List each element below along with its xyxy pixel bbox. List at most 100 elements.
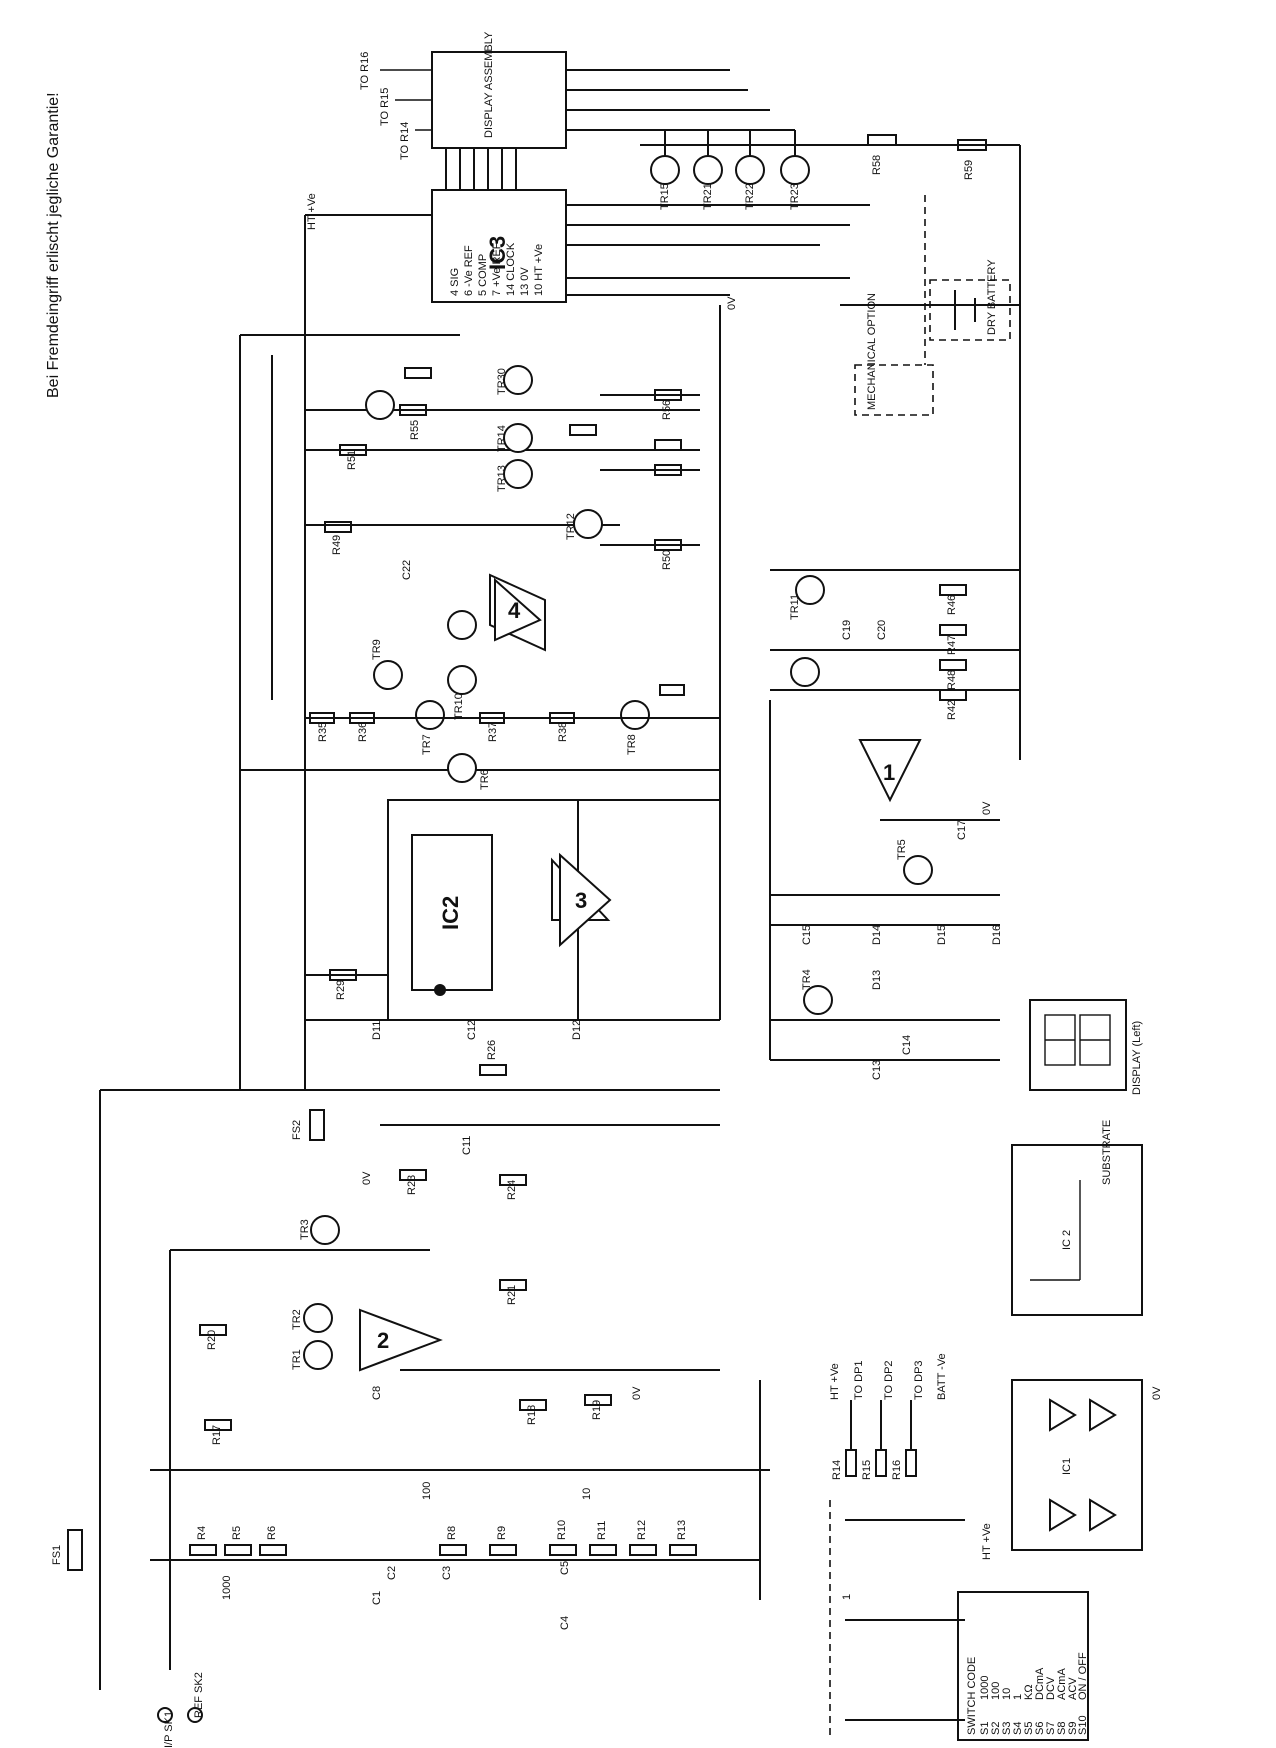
rail-batt-neg: BATT -Ve (936, 1353, 948, 1400)
switch-s2-val: 100 (990, 1682, 1002, 1700)
label-r4: R4 (196, 1526, 208, 1540)
label-r56: R56 (661, 400, 673, 420)
lower-left-circuit: FS1 FS2 (51, 1089, 770, 1690)
label-c5: C5 (559, 1561, 571, 1575)
substrate-label: SUBSTRATE (1101, 1120, 1113, 1185)
transistor-tr20 (693, 155, 723, 185)
label-d12: D12 (571, 1020, 583, 1040)
resistor-r19 (584, 1394, 612, 1406)
to-r15-label: TO R15 (379, 88, 391, 126)
label-tr16: TR14 (496, 425, 508, 452)
ic1-detail-label: IC1 (1061, 1458, 1073, 1475)
switch-code-title: SWITCH CODE (966, 1657, 978, 1735)
input-socket-sk2[interactable] (187, 1707, 203, 1723)
label-tr30: TR30 (496, 368, 508, 395)
transistor-tr19-mid (365, 390, 395, 420)
label-r42: R42 (946, 700, 958, 720)
transistor-tr11 (447, 610, 477, 640)
switch-s8: S8 (1056, 1722, 1068, 1735)
label-r23: R23 (406, 1175, 418, 1195)
ic3-pin-clock: 14 CLOCK (505, 242, 517, 296)
label-r59: R59 (963, 160, 975, 180)
range-resistors: R14 R15 R16 TO DP1 TO DP2 TO DP3 HT +Ve … (829, 1353, 965, 1740)
opamp-3: 3 (551, 852, 612, 948)
resistor-r17 (204, 1419, 232, 1431)
resistor-r4 (189, 1544, 217, 1556)
transistor-tr16 (503, 423, 533, 453)
label-tr7: TR7 (421, 734, 433, 755)
range-chain: R4 R5 R6 R8 R9 R10 R11 R12 R13 1000 100 … (189, 1482, 853, 1600)
switch-s7: S7 (1045, 1722, 1057, 1735)
label-c15: C15 (801, 925, 813, 945)
bias-resistor-row: R35 R36 R37 R38 (305, 684, 720, 742)
label-r8: R8 (446, 1526, 458, 1540)
label-r49: R49 (331, 535, 343, 555)
label-c20: C20 (876, 620, 888, 640)
label-tr15: TR13 (496, 465, 508, 492)
to-dp1-label: TO DP1 (853, 1360, 865, 1400)
ic3-pin-vref-neg: 6 -Ve REF (463, 245, 475, 296)
label-tr10: TR10 (453, 693, 465, 720)
label-tr21: TR22 (744, 183, 756, 210)
label-tr20: TR21 (702, 183, 714, 210)
resistor-r36 (349, 712, 375, 724)
switch-s9: S9 (1067, 1722, 1079, 1735)
transistor-tr15 (503, 459, 533, 489)
label-r29: R29 (335, 980, 347, 1000)
to-r14-label: TO R14 (399, 122, 411, 160)
transistor-tr9 (373, 660, 403, 690)
label-r21: R21 (506, 1285, 518, 1305)
label-r13: R13 (676, 1520, 688, 1540)
label-c11: C11 (461, 1136, 473, 1155)
label-r20: R20 (206, 1330, 218, 1350)
transistor-tr6 (447, 753, 477, 783)
resistor-r11 (589, 1544, 617, 1556)
label-c22: C22 (401, 560, 413, 580)
label-c2: C2 (386, 1566, 398, 1580)
label-tr2: TR2 (291, 1309, 303, 1330)
mechanical-option: MECHANICAL OPTION (854, 293, 934, 416)
input-socket-sk1[interactable] (157, 1707, 173, 1723)
resistor-r5 (224, 1544, 252, 1556)
label-r38: R38 (557, 722, 569, 742)
switch-s9-val: ACV (1067, 1677, 1079, 1700)
switch-s5-val: KΩ (1023, 1684, 1035, 1700)
label-fs2: FS2 (291, 1120, 303, 1140)
resistor-r54 (654, 439, 682, 451)
label-r24: R24 (506, 1180, 518, 1200)
label-c4: C4 (559, 1616, 571, 1630)
resistor-r49 (324, 521, 352, 533)
label-r19: R19 (591, 1400, 603, 1420)
opamp-4: 4 (489, 573, 546, 652)
label-r5: R5 (231, 1526, 243, 1540)
resistor-r59 (957, 139, 987, 151)
switch-s1-val: 1000 (979, 1676, 991, 1700)
label-r51: R51 (346, 450, 358, 470)
resistor-r53 (569, 424, 597, 436)
label-fs1: FS1 (51, 1545, 63, 1565)
ic3-label: IC3 (485, 236, 510, 270)
label-r16: R16 (891, 1460, 903, 1480)
label-r12: R12 (636, 1520, 648, 1540)
label-tr22: TR23 (789, 183, 801, 210)
display-assembly: DISPLAY ASSEMBLY (380, 31, 795, 149)
ic2-label: IC2 (438, 896, 463, 930)
label-tr5: TR5 (896, 839, 908, 860)
input-ref-label: REF SK2 (193, 1672, 205, 1718)
resistor-r18 (519, 1399, 547, 1411)
input-ip-label: I/P SK1 (163, 1711, 175, 1748)
label-r36: R36 (357, 722, 369, 742)
digit-drivers (640, 130, 1021, 760)
rail-0v-ic1: 0V (1151, 1386, 1163, 1400)
fuse-fs2 (309, 1109, 325, 1141)
label-r37: R37 (487, 722, 499, 742)
transistor-tr10 (447, 665, 477, 695)
transistor-tr8 (620, 700, 650, 730)
transistor-tr2 (303, 1303, 333, 1333)
ic3-pin-0v: 13 0V (519, 267, 531, 296)
resistor-r46 (939, 584, 967, 596)
label-r17: R17 (211, 1425, 223, 1445)
ic3-pin-ht-pos: 10 HT +Ve (533, 244, 545, 296)
resistor-r26 (479, 1064, 507, 1076)
label-r48: R48 (946, 670, 958, 690)
